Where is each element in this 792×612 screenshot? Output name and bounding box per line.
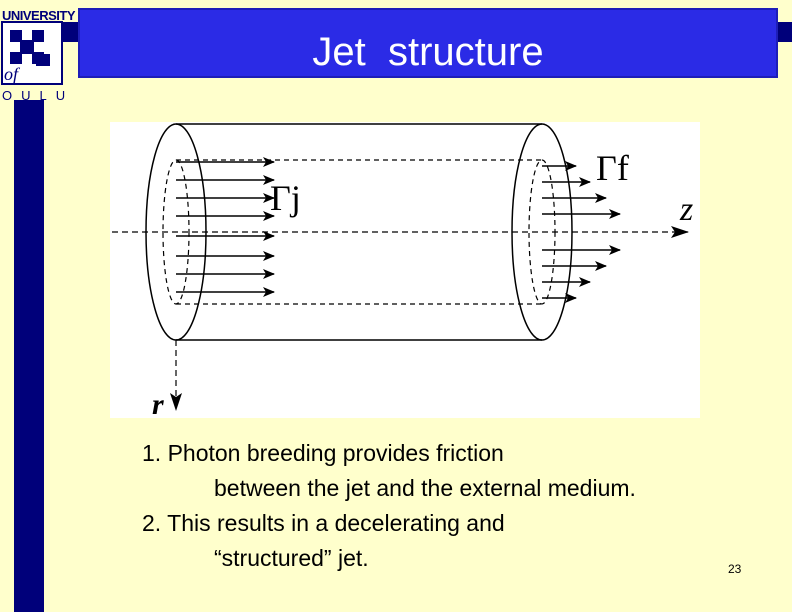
label-r: r: [152, 388, 164, 418]
logo-text-of: of: [4, 64, 19, 84]
logo-emblem: [1, 21, 63, 85]
slide-title: Jet structure: [312, 30, 544, 74]
bullet-2-line-2: “structured” jet.: [214, 545, 369, 571]
cylinder: [145, 123, 573, 341]
label-gamma-j: Γj: [270, 178, 301, 218]
left-accent-bar: [14, 100, 44, 612]
logo-text-top: UNIVERSITY: [2, 8, 76, 23]
jet-diagram-svg: Γj Γf z r: [112, 123, 693, 421]
bullet-2-line-1: 2. This results in a decelerating and: [142, 510, 505, 536]
jet-arrows-uniform: [176, 157, 275, 297]
bullet-1-line-1: 1. Photon breeding provides friction: [142, 440, 504, 466]
bullet-1-line-2: between the jet and the external medium.: [214, 475, 636, 501]
logo-text-bottom: OULU: [2, 88, 75, 103]
jet-structure-diagram: Γj Γf z r: [110, 122, 700, 421]
label-gamma-f: Γf: [596, 148, 629, 188]
label-z: z: [679, 191, 693, 228]
title-banner: Jet structure: [78, 8, 778, 78]
page-number: 23: [728, 562, 742, 576]
bullet-list: 1. Photon breeding provides friction bet…: [142, 436, 782, 576]
jet-arrows-structured: [542, 161, 621, 303]
university-logo: UNIVERSITY of OULU: [0, 0, 76, 108]
